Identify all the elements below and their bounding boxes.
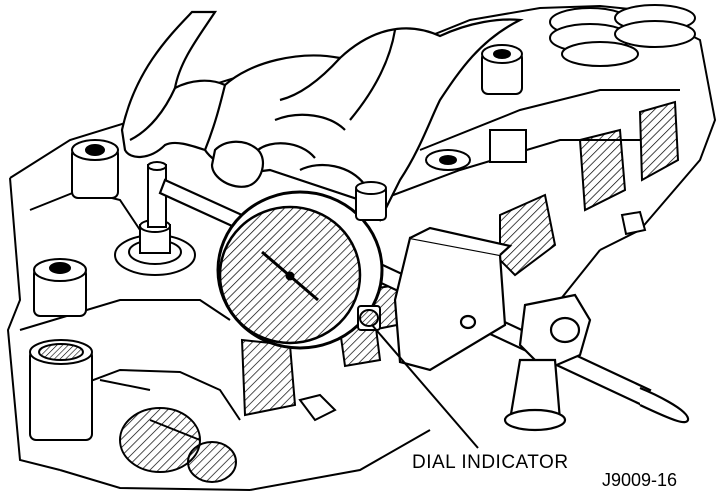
dial-indicator-label: DIAL INDICATOR (412, 452, 569, 473)
lifter-pins (298, 129, 647, 422)
callout-leader-line (371, 324, 479, 449)
valve-stem (114, 161, 196, 276)
head-bolt-bosses (29, 44, 523, 441)
dial-indicator-gauge (216, 181, 387, 350)
figure-id: J9009-16 (602, 470, 678, 490)
valve-springs (549, 4, 696, 67)
hand-illustration (120, 10, 524, 222)
